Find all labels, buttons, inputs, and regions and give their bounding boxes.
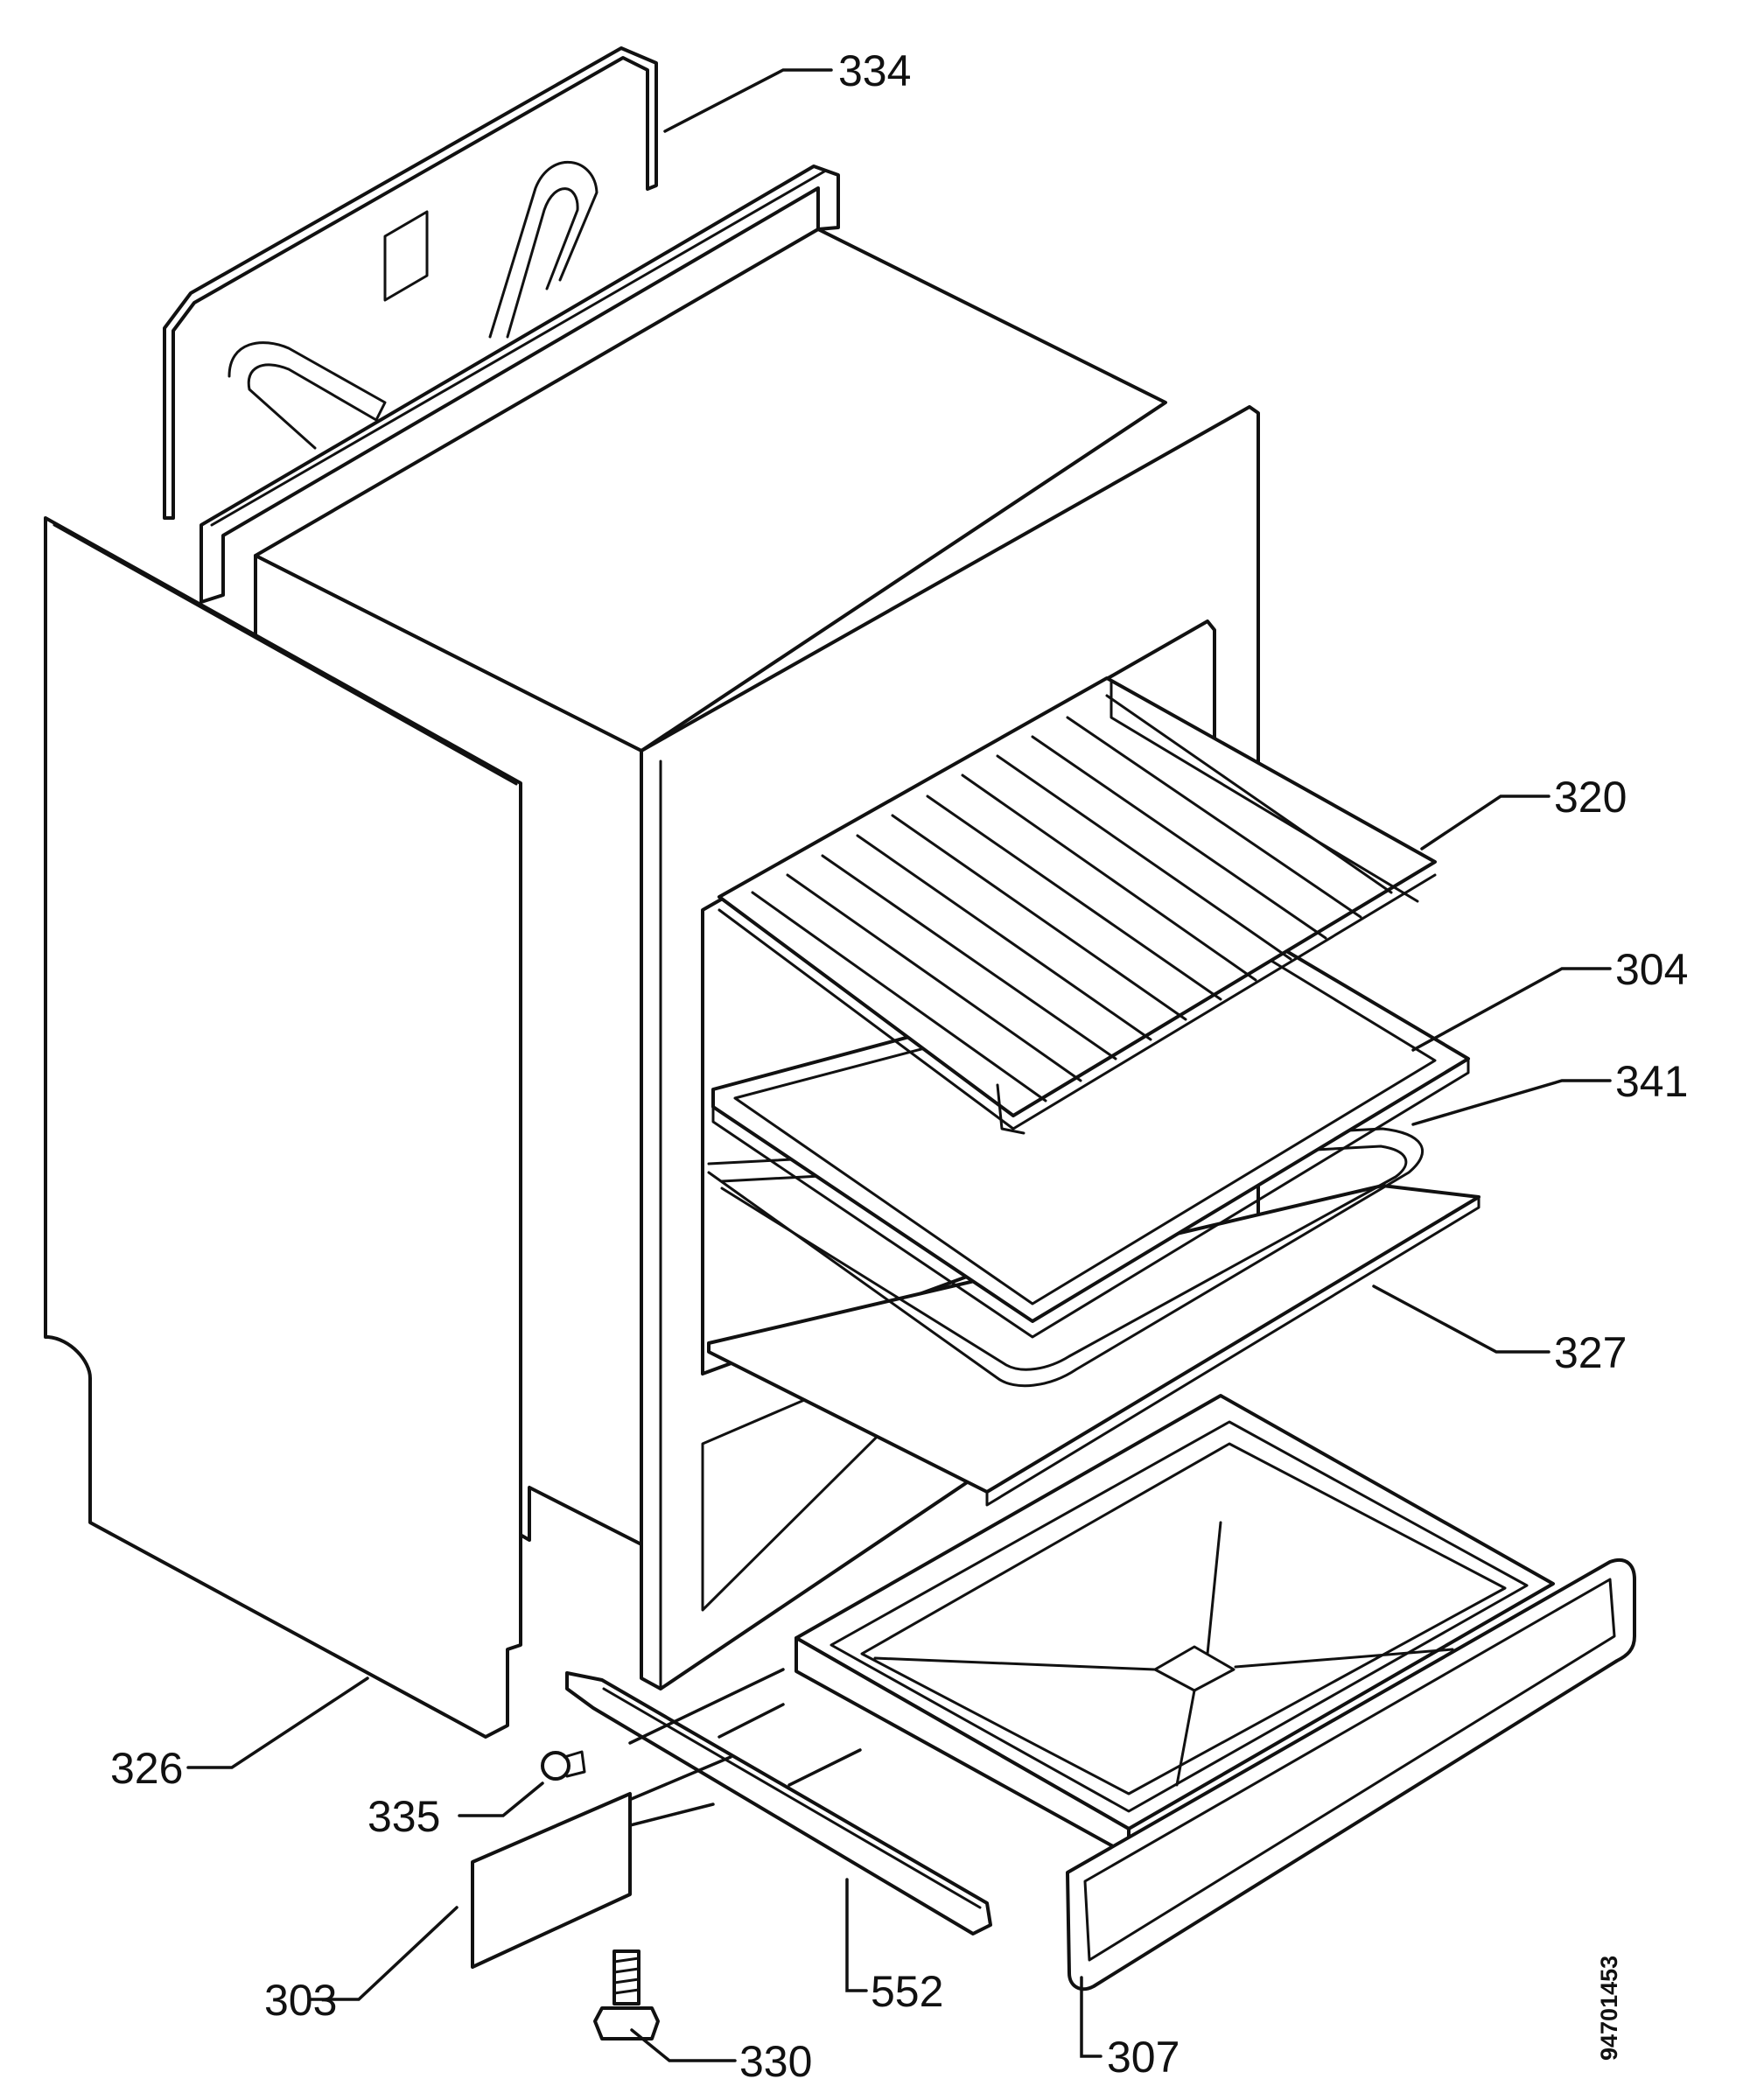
floor-lines	[580, 1668, 862, 1839]
oven-shelf-320	[718, 676, 1437, 1135]
label-341: 341	[1615, 1057, 1688, 1106]
label-320: 320	[1554, 773, 1627, 822]
label-327: 327	[1554, 1328, 1627, 1377]
back-frame	[200, 164, 840, 604]
kick-panel-303	[471, 1792, 632, 1969]
back-panel-334	[163, 46, 658, 520]
document-number: 94701453	[1596, 1956, 1622, 2061]
label-304: 304	[1615, 945, 1688, 994]
drawer-307	[794, 1394, 1636, 1992]
label-334: 334	[838, 46, 911, 95]
label-330: 330	[739, 2037, 812, 2086]
nut-335	[541, 1750, 586, 1781]
leader-lines	[186, 68, 1612, 2062]
label-303: 303	[264, 1976, 337, 2025]
wire-frame-341	[707, 1127, 1424, 1388]
part-labels: 334 320 304 341 327 326 335 303 552 330 …	[110, 46, 1688, 2086]
bottom-panel-327	[707, 1184, 1480, 1507]
label-307: 307	[1107, 2033, 1180, 2082]
screw-330	[593, 1950, 660, 2040]
side-panel-326	[44, 516, 522, 1739]
label-335: 335	[368, 1792, 440, 1841]
label-326: 326	[110, 1744, 183, 1793]
label-552: 552	[871, 1967, 943, 2016]
